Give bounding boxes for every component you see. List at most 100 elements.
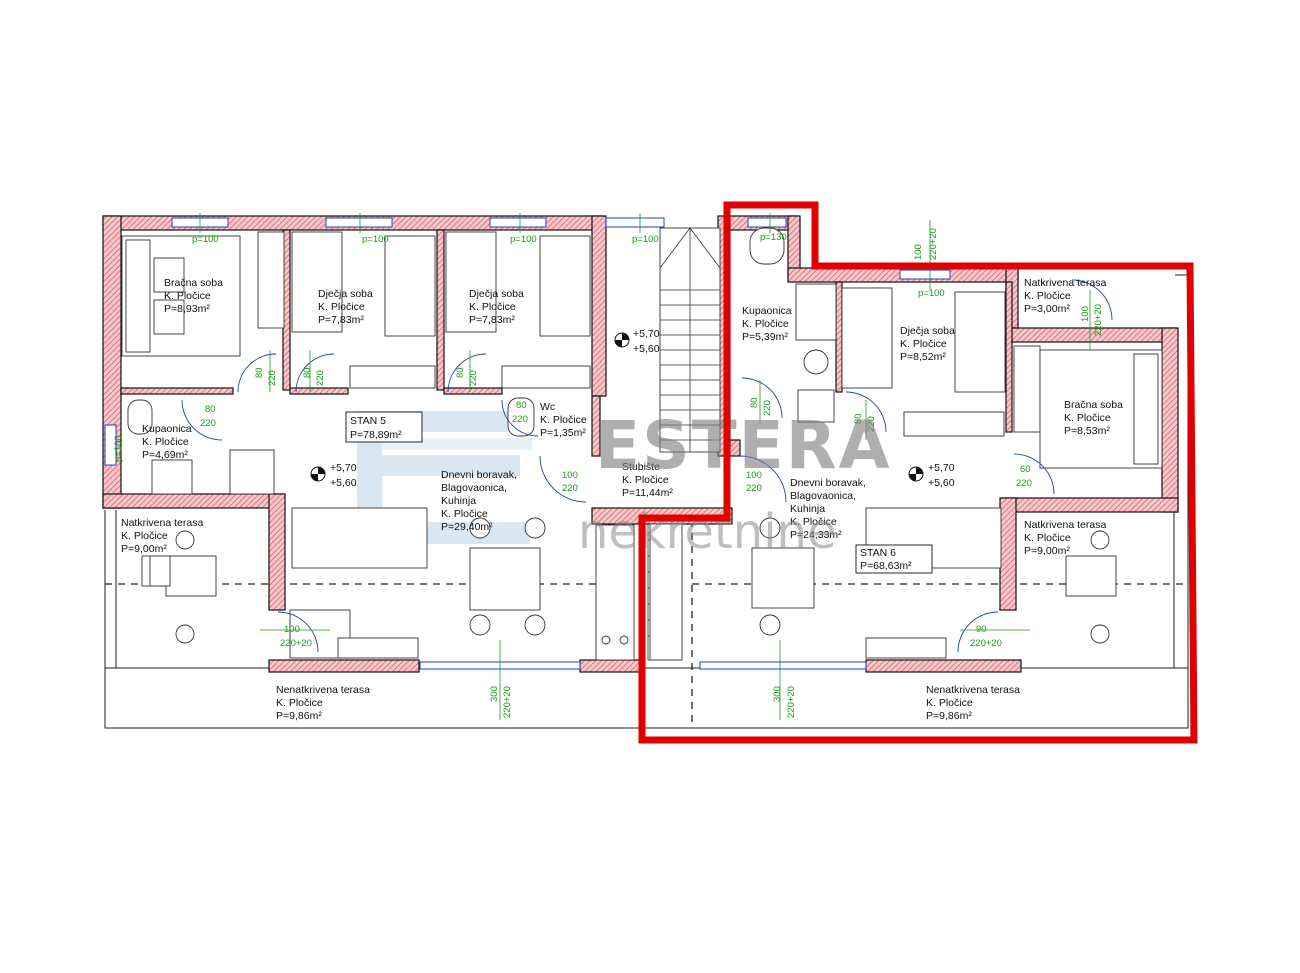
room-nenatkrivena-terasa-right: Nenatkrivena terasa K. Pločice P=9,86m² (926, 684, 1020, 722)
level-left-upper: +5,70 (330, 462, 357, 474)
svg-text:K. Pločice: K. Pločice (441, 508, 488, 520)
svg-text:P=4,69m²: P=4,69m² (142, 449, 188, 461)
dim-door-7-h: 220 (746, 483, 762, 494)
room-kupaonica-right: Kupaonica K. Pločice P=5,39m² (742, 305, 792, 343)
svg-text:P=8,52m²: P=8,52m² (900, 351, 946, 363)
watermark-subtitle: nekretnine (578, 504, 837, 560)
dim-door-7-w: 100 (746, 470, 762, 481)
dim-door-15-h: 220+20 (786, 686, 797, 718)
dim-door-1-h: 220 (267, 370, 278, 386)
svg-text:K. Pločice: K. Pločice (1024, 290, 1071, 302)
dim-door-6-w: 100 (562, 470, 578, 481)
stan5-area: P=78,89m² (350, 429, 402, 441)
svg-text:P=5,39m²: P=5,39m² (742, 331, 788, 343)
svg-text:Bračna soba: Bračna soba (164, 277, 223, 289)
svg-text:K. Pločice: K. Pločice (164, 290, 211, 302)
level-marker-stair: +5,70 +5,60 (614, 328, 660, 355)
furniture (121, 227, 1163, 661)
dim-door-10-w: 60 (1020, 464, 1031, 475)
dim-door-5-w: 80 (516, 400, 527, 411)
svg-text:K. Pločice: K. Pločice (790, 516, 837, 528)
svg-text:Dnevni boravak,: Dnevni boravak, (441, 469, 517, 481)
svg-text:Stubište: Stubište (622, 461, 660, 473)
dim-door-4-h: 220 (200, 418, 216, 429)
dim-window-7: p=100 (113, 435, 124, 462)
apartment-highlight-outline (638, 201, 1198, 744)
apartment-label-stan6: STAN 6 P=68,63m² (855, 544, 933, 574)
dim-window-4: p=100 (632, 234, 659, 245)
room-natkrivena-terasa-right: Natkrivena terasa K. Pločice P=9,00m² (1024, 519, 1106, 557)
svg-text:K. Pločice: K. Pločice (622, 474, 669, 486)
dim-door-11-w: 100 (1080, 306, 1091, 322)
svg-text:Natkrivena terasa: Natkrivena terasa (1024, 277, 1106, 289)
watermark-brand: ESTERA (595, 407, 892, 484)
svg-text:P=9,00m²: P=9,00m² (1024, 545, 1070, 557)
stan6-area: P=68,63m² (860, 560, 912, 572)
svg-text:P=9,86m²: P=9,86m² (276, 710, 322, 722)
svg-text:P=11,44m²: P=11,44m² (622, 487, 673, 499)
dim-door-5-h: 220 (512, 414, 528, 425)
level-left-lower: +5,60 (330, 477, 357, 489)
svg-text:Nenatkrivena terasa: Nenatkrivena terasa (926, 684, 1020, 696)
svg-text:K. Pločice: K. Pločice (142, 436, 189, 448)
room-dnevni-boravak-left: Dnevni boravak, Blagovaonica, Kuhinja K.… (441, 469, 517, 533)
svg-text:Blagovaonica,: Blagovaonica, (441, 482, 507, 494)
room-djecja-soba-3: Dječja soba K. Pločice P=8,52m² (900, 325, 955, 363)
dimension-labels: p=100 p=100 p=100 p=100 p=130 p=100 p=10… (113, 228, 1104, 718)
svg-text:Nenatkrivena terasa: Nenatkrivena terasa (276, 684, 370, 696)
stan5-name: STAN 5 (350, 415, 386, 427)
apartment-label-stan5: STAN 5 P=78,89m² (345, 411, 423, 443)
svg-text:K. Pločice: K. Pločice (742, 318, 789, 330)
svg-text:Kupaonica: Kupaonica (142, 423, 192, 435)
doors (181, 279, 1113, 653)
dim-door-4-w: 80 (205, 404, 216, 415)
dim-door-14-w: 300 (489, 686, 500, 702)
room-stubiste: Stubište K. Pločice P=11,44m² (622, 461, 673, 499)
svg-text:Dječja soba: Dječja soba (900, 325, 955, 337)
dim-door-8-w: 80 (749, 397, 760, 408)
room-nenatkrivena-terasa-left: Nenatkrivena terasa K. Pločice P=9,86m² (276, 684, 370, 722)
svg-text:P=7,83m²: P=7,83m² (318, 314, 364, 326)
dim-door-14-h: 220+20 (502, 686, 513, 718)
level-marker-left: +5,70 +5,60 (310, 462, 357, 489)
svg-text:P=29,40m²: P=29,40m² (441, 521, 493, 533)
svg-text:K. Pločice: K. Pločice (469, 301, 516, 313)
room-labels: Bračna soba K. Pločice P=8,93m² Dječja s… (121, 277, 1123, 722)
level-right-lower: +5,60 (928, 477, 955, 489)
dim-door-6-h: 220 (562, 483, 578, 494)
dim-door-1-w: 80 (254, 367, 265, 378)
svg-text:P=9,00m²: P=9,00m² (121, 543, 167, 555)
svg-text:Kupaonica: Kupaonica (742, 305, 792, 317)
svg-text:Kuhinja: Kuhinja (790, 503, 825, 515)
dim-door-13-w: 90 (976, 624, 987, 635)
svg-text:Wc: Wc (540, 401, 555, 413)
dim-door-12-w: 100 (284, 624, 300, 635)
level-right-upper: +5,70 (928, 462, 955, 474)
dim-door-9-w: 80 (853, 413, 864, 424)
dim-door-9-h: 220 (866, 416, 877, 432)
svg-text:Kuhinja: Kuhinja (441, 495, 476, 507)
level-stair-lower: +5,60 (633, 343, 660, 355)
svg-text:Natkrivena terasa: Natkrivena terasa (1024, 519, 1106, 531)
dim-door-15-w: 300 (772, 686, 783, 702)
svg-text:Bračna soba: Bračna soba (1064, 399, 1123, 411)
dim-door-2-w: 80 (302, 367, 313, 378)
dim-door-12-h: 220+20 (280, 638, 312, 649)
dim-door-8-h: 220 (762, 400, 773, 416)
dim-window-2: p=100 (362, 234, 389, 245)
dim-door-11-h: 220+20 (1093, 304, 1104, 336)
svg-text:Dječja soba: Dječja soba (318, 288, 373, 300)
room-bracna-soba-left: Bračna soba K. Pločice P=8,93m² (164, 277, 223, 315)
svg-text:K. Pločice: K. Pločice (1064, 412, 1111, 424)
room-djecja-soba-2: Dječja soba K. Pločice P=7,83m² (469, 288, 524, 326)
dim-door-13-h: 220+20 (970, 638, 1002, 649)
svg-text:P=3,00m²: P=3,00m² (1024, 303, 1070, 315)
dimension-ticks (199, 213, 1091, 720)
svg-text:Natkrivena terasa: Natkrivena terasa (121, 517, 203, 529)
stan6-name: STAN 6 (860, 547, 896, 559)
svg-text:K. Pločice: K. Pločice (540, 414, 587, 426)
svg-text:P=7,83m²: P=7,83m² (469, 314, 515, 326)
svg-text:Dnevni boravak,: Dnevni boravak, (790, 477, 866, 489)
level-marker-right: +5,70 +5,60 (908, 462, 955, 489)
